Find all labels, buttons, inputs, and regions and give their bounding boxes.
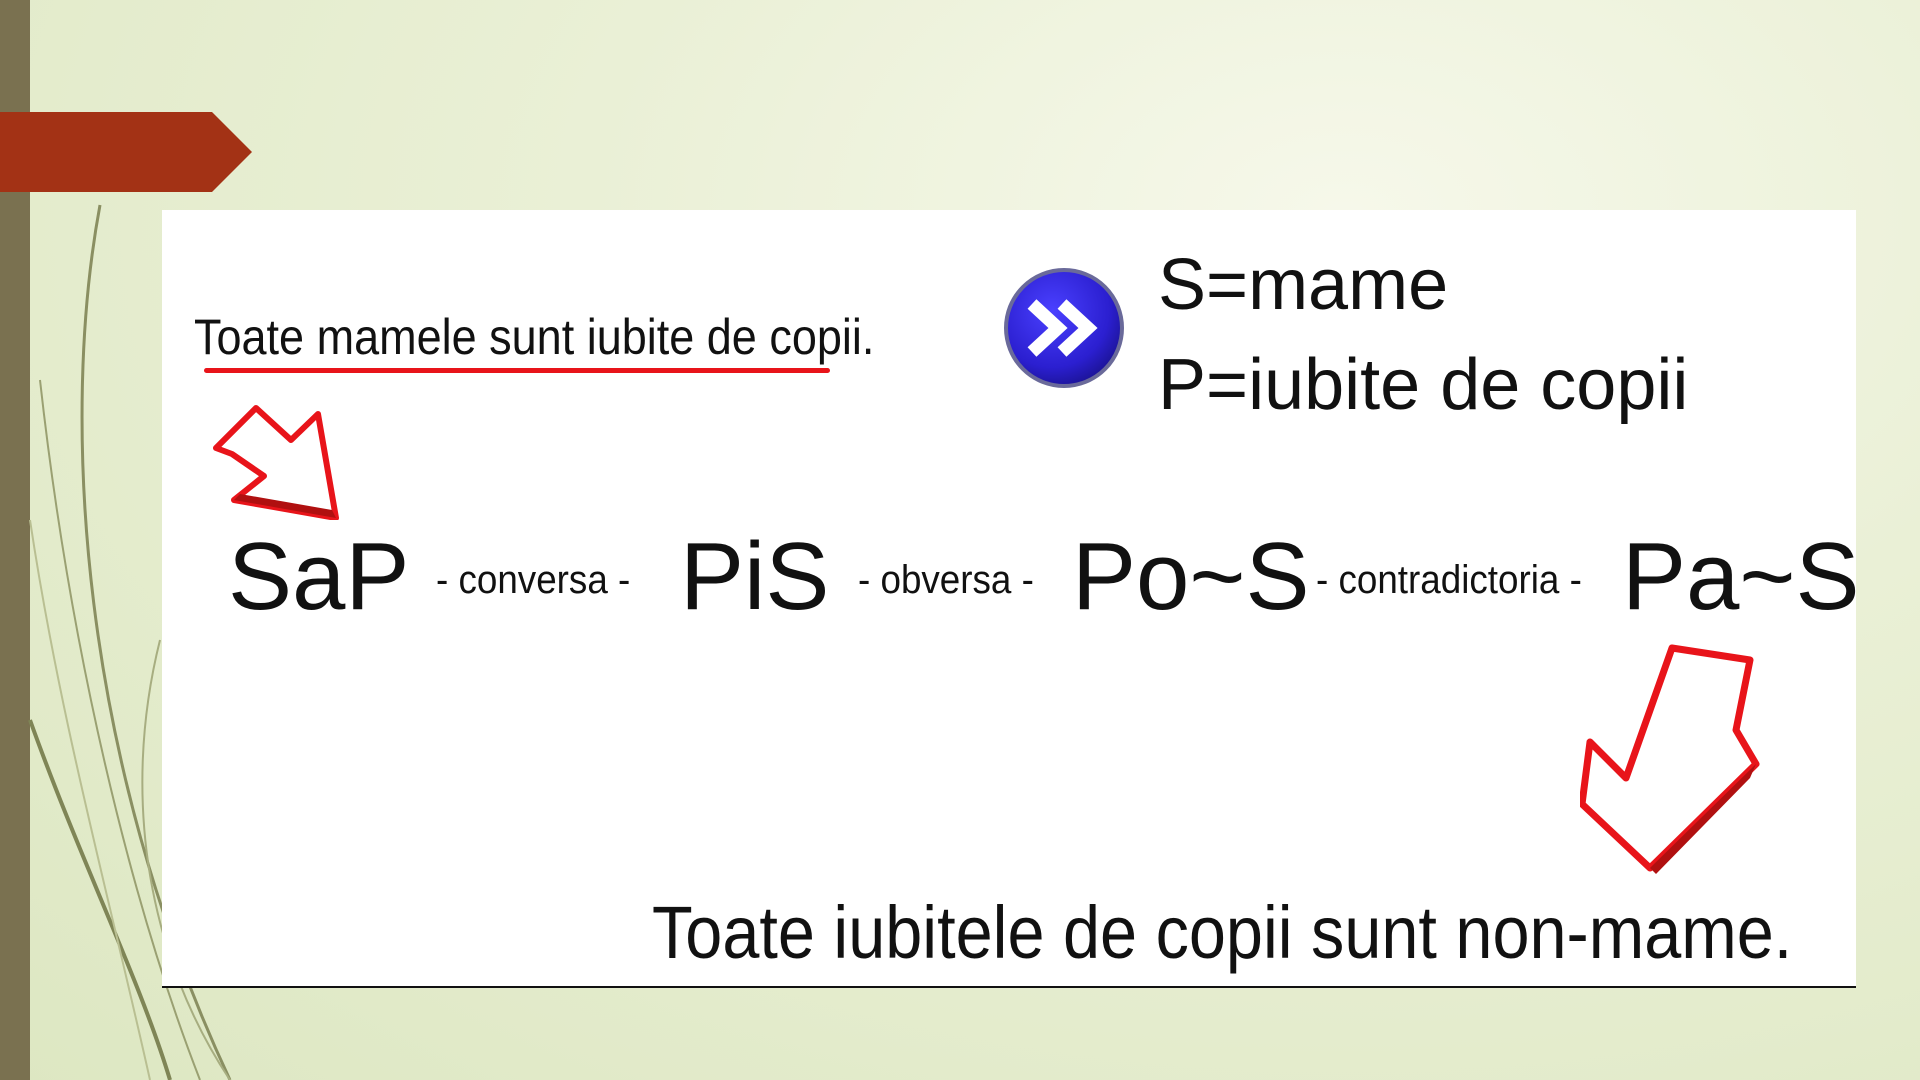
- label-contradictoria: - contradictoria -: [1316, 558, 1582, 602]
- formula-pos: Po~S: [1072, 523, 1310, 630]
- conclusion-text: Toate iubitele de copii sunt non-mame.: [652, 891, 1793, 974]
- label-conversa: - conversa -: [436, 558, 631, 602]
- premise-underline: [204, 368, 830, 373]
- content-panel: Toate mamele sunt iubite de copii. S=mam…: [162, 210, 1860, 988]
- title-tab-shape: [0, 112, 252, 192]
- formula-pis: PiS: [680, 523, 830, 630]
- formula-pas: Pa~S: [1622, 523, 1860, 630]
- premise-text: Toate mamele sunt iubite de copii.: [194, 309, 875, 365]
- predicate-definition: P=iubite de copii: [1158, 345, 1689, 425]
- formula-sap: SaP: [228, 523, 410, 630]
- arrow-down-right-icon: [213, 405, 339, 520]
- arrow-down-left-icon: [1580, 644, 1760, 874]
- double-chevron-right-icon: [1004, 268, 1124, 388]
- label-obversa: - obversa -: [858, 558, 1034, 602]
- subject-definition: S=mame: [1158, 245, 1449, 325]
